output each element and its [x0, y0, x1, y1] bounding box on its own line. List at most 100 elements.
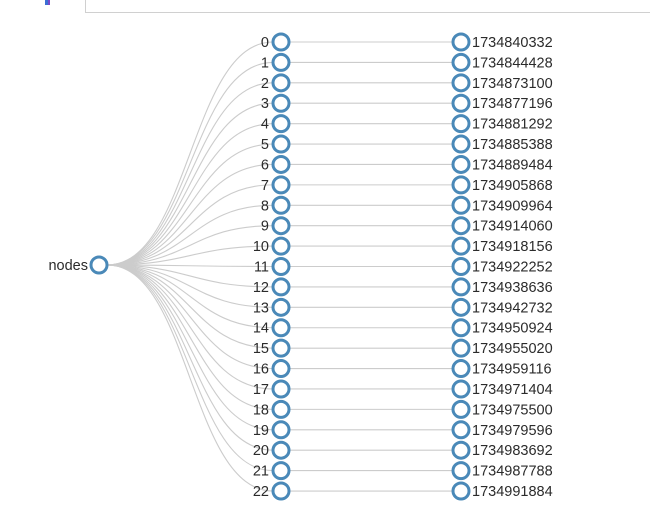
index-node-label: 1 — [261, 55, 269, 71]
value-node-circle[interactable] — [451, 257, 471, 277]
value-node-circle[interactable] — [451, 52, 471, 72]
tab-marker-icon — [45, 0, 48, 5]
link-root-to-node — [106, 264, 274, 431]
value-node-circle[interactable] — [451, 338, 471, 358]
index-node-label: 10 — [253, 239, 269, 255]
value-node-label: 1734922252 — [472, 260, 553, 276]
value-node-label: 1734942732 — [472, 300, 553, 316]
value-node-label: 1734979596 — [472, 423, 553, 439]
value-node-label: 1734840332 — [472, 35, 553, 51]
index-node-label: 14 — [253, 321, 269, 337]
index-node-circle[interactable] — [271, 32, 291, 52]
index-node-circle[interactable] — [271, 481, 291, 501]
value-node-circle[interactable] — [451, 461, 471, 481]
link-root-to-node — [106, 264, 274, 492]
index-node-circle[interactable] — [271, 195, 291, 215]
value-node-circle[interactable] — [451, 359, 471, 379]
index-node-label: 17 — [253, 382, 269, 398]
index-node-label: 4 — [261, 117, 269, 133]
value-node-circle[interactable] — [451, 440, 471, 460]
index-node-label: 21 — [253, 464, 269, 480]
link-root-to-node — [106, 123, 274, 266]
link-root-to-node — [106, 184, 274, 266]
value-node-circle[interactable] — [451, 154, 471, 174]
value-node-circle[interactable] — [451, 32, 471, 52]
link-root-to-node — [106, 61, 274, 266]
links-layer — [106, 41, 453, 492]
index-node-label: 8 — [261, 198, 269, 214]
value-node-label: 1734909964 — [472, 198, 553, 214]
link-root-to-node — [106, 102, 274, 266]
value-node-circle[interactable] — [451, 216, 471, 236]
index-node-circle[interactable] — [271, 154, 291, 174]
link-root-to-node — [106, 264, 274, 288]
value-node-circle[interactable] — [451, 318, 471, 338]
index-node-circle[interactable] — [271, 359, 291, 379]
value-node-circle[interactable] — [451, 175, 471, 195]
value-node-label: 1734844428 — [472, 55, 553, 71]
index-node-label: 16 — [253, 362, 269, 378]
value-node-circle[interactable] — [451, 379, 471, 399]
value-node-label: 1734889484 — [472, 157, 553, 173]
index-node-label: 13 — [253, 300, 269, 316]
value-node-circle[interactable] — [451, 236, 471, 256]
value-node-circle[interactable] — [451, 399, 471, 419]
value-node-circle[interactable] — [451, 134, 471, 154]
value-node-circle[interactable] — [451, 114, 471, 134]
value-node-circle[interactable] — [451, 93, 471, 113]
link-root-to-node — [106, 264, 274, 308]
value-node-label: 1734873100 — [472, 76, 553, 92]
index-node-circle[interactable] — [271, 379, 291, 399]
index-node-circle[interactable] — [271, 338, 291, 358]
link-root-to-node — [106, 82, 274, 266]
value-node-label: 1734975500 — [472, 402, 553, 418]
value-node-circle[interactable] — [451, 277, 471, 297]
index-node-circle[interactable] — [271, 399, 291, 419]
index-node-label: 19 — [253, 423, 269, 439]
value-node-circle[interactable] — [451, 73, 471, 93]
value-node-label: 1734983692 — [472, 443, 553, 459]
index-node-circle[interactable] — [271, 257, 291, 277]
index-node-label: 6 — [261, 157, 269, 173]
index-node-label: 15 — [253, 341, 269, 357]
index-node-circle[interactable] — [271, 93, 291, 113]
index-node-label: 22 — [253, 484, 269, 500]
value-node-circle[interactable] — [451, 481, 471, 501]
index-node-circle[interactable] — [271, 114, 291, 134]
index-node-circle[interactable] — [271, 134, 291, 154]
top-panel — [85, 0, 650, 13]
index-node-circle[interactable] — [271, 318, 291, 338]
index-node-circle[interactable] — [271, 461, 291, 481]
index-node-circle[interactable] — [271, 52, 291, 72]
index-node-circle[interactable] — [271, 175, 291, 195]
value-node-label: 1734881292 — [472, 117, 553, 133]
value-node-circle[interactable] — [451, 420, 471, 440]
index-node-label: 7 — [261, 178, 269, 194]
index-node-label: 5 — [261, 137, 269, 153]
value-node-label: 1734959116 — [472, 362, 552, 378]
value-node-circle[interactable] — [451, 297, 471, 317]
index-node-circle[interactable] — [271, 236, 291, 256]
link-root-to-node — [106, 264, 274, 472]
index-node-circle[interactable] — [271, 420, 291, 440]
link-root-to-node — [106, 41, 274, 266]
index-node-circle[interactable] — [271, 440, 291, 460]
index-node-label: 3 — [261, 96, 269, 112]
index-node-circle[interactable] — [271, 216, 291, 236]
link-root-to-node — [106, 264, 274, 390]
link-root-to-node — [106, 204, 274, 266]
index-node-circle[interactable] — [271, 277, 291, 297]
link-root-to-node — [106, 143, 274, 266]
root-node-circle[interactable] — [89, 255, 109, 275]
value-node-label: 1734914060 — [472, 219, 553, 235]
value-node-circle[interactable] — [451, 195, 471, 215]
root-node-label: nodes — [48, 258, 88, 274]
index-node-label: 0 — [261, 35, 269, 51]
index-node-circle[interactable] — [271, 297, 291, 317]
index-node-circle[interactable] — [271, 73, 291, 93]
link-root-to-node — [106, 264, 274, 268]
index-node-label: 2 — [261, 76, 269, 92]
